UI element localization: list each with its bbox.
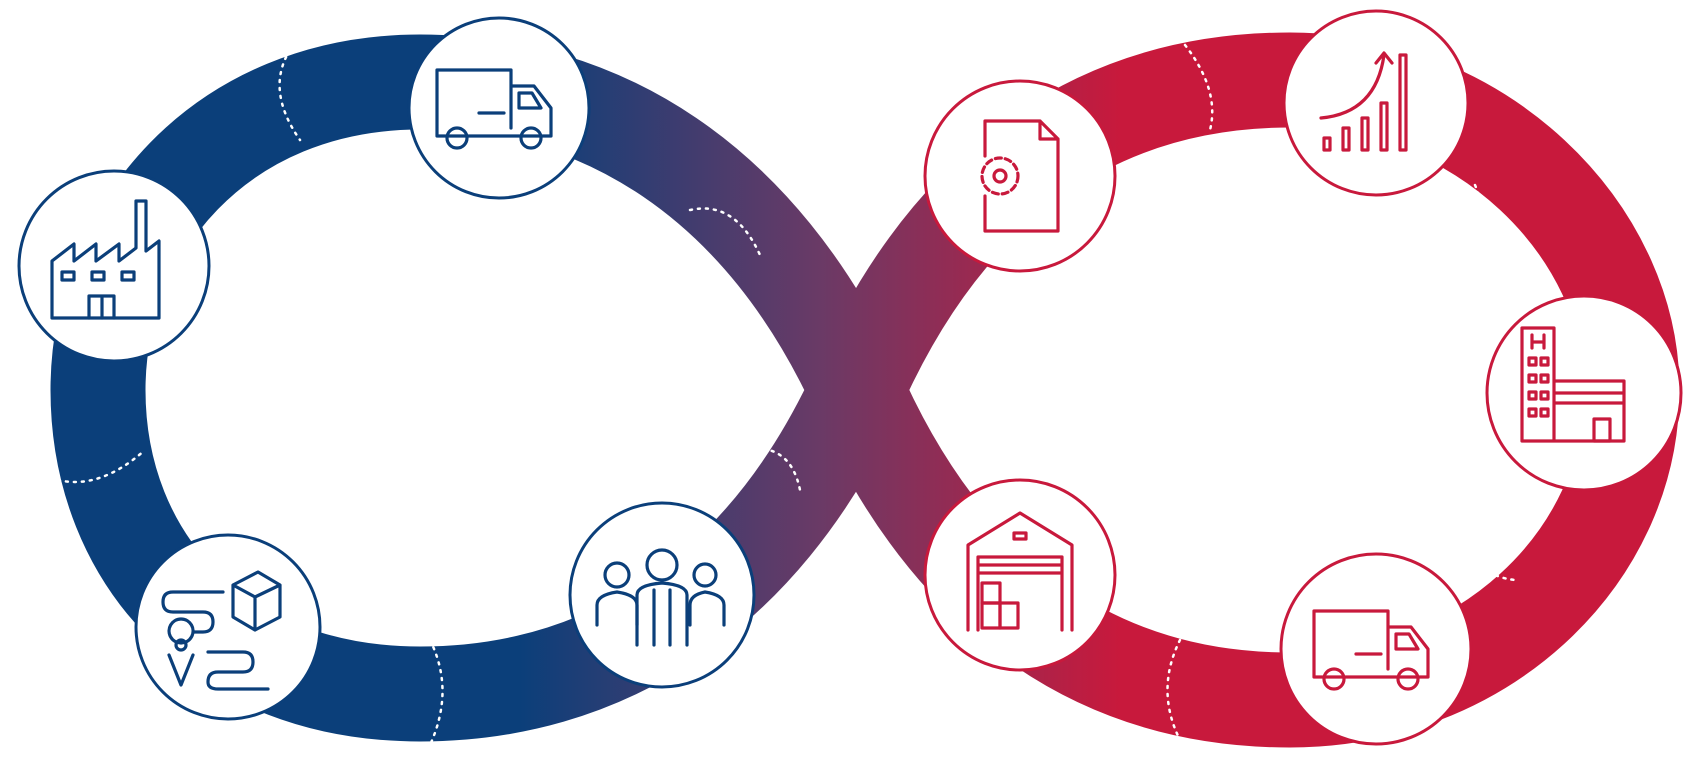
dotted-separators xyxy=(56,43,1517,747)
delivery-truck-icon xyxy=(435,68,553,150)
node-factory xyxy=(17,169,211,363)
package-route-icon xyxy=(161,570,282,691)
node-delivery-truck xyxy=(407,16,591,200)
factory-icon xyxy=(50,199,161,320)
warehouse-icon xyxy=(966,511,1074,632)
node-warehouse xyxy=(923,478,1117,672)
delivery-truck-icon xyxy=(1312,609,1430,691)
node-growth-chart xyxy=(1282,9,1470,197)
node-package-route xyxy=(134,533,322,721)
node-hospital xyxy=(1485,294,1683,492)
node-people-group xyxy=(568,501,756,689)
node-document-gear xyxy=(923,79,1117,273)
people-group-icon xyxy=(595,548,726,647)
hospital-icon xyxy=(1520,326,1626,443)
document-gear-icon xyxy=(980,119,1060,233)
growth-chart-icon xyxy=(1319,51,1408,152)
node-delivery-truck-red xyxy=(1279,552,1473,746)
